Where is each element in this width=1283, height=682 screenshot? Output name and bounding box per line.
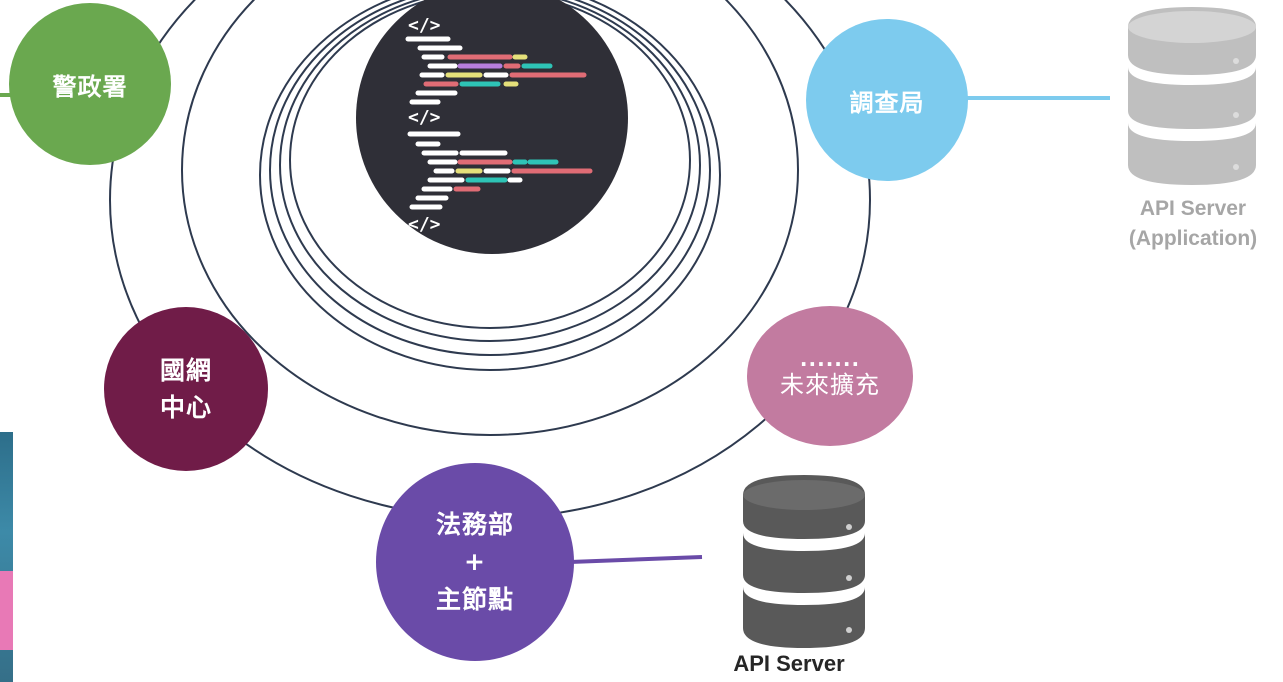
side-panel-pink-block	[0, 571, 13, 650]
database-server-icon	[741, 475, 867, 648]
app-server-caption: API Server (Application)	[1098, 194, 1283, 255]
node-investigation-label: 調查局	[849, 88, 925, 117]
inner-ring-1	[181, 0, 799, 436]
code-editor-icon: </> </>	[356, 0, 628, 254]
inner-ring-5	[289, 0, 691, 329]
moj-connector	[569, 555, 703, 564]
app-server-caption-line1: API Server	[1139, 197, 1247, 220]
node-investigation[interactable]: 調查局	[806, 19, 968, 181]
app-server-caption-line2: (Application)	[1128, 227, 1258, 251]
svg-text:</>: </>	[408, 214, 441, 235]
node-moj-label-line1: 法務部	[435, 509, 514, 539]
node-future-label: 未來擴充	[780, 371, 880, 400]
inner-ring-2	[259, 0, 721, 371]
svg-text:</>: </>	[408, 15, 441, 36]
node-nccst-label-line2: 中心	[159, 393, 212, 422]
inner-ring-4	[279, 0, 701, 342]
node-police-label: 警政署	[52, 72, 128, 101]
node-nccst-label-line1: 國網	[159, 355, 212, 385]
node-moj-label-line2: +	[464, 547, 486, 577]
node-moj-main[interactable]: 法務部 + 主節點	[376, 463, 574, 661]
node-nccst[interactable]: 國網 中心	[104, 307, 268, 471]
node-moj-label-line3: 主節點	[435, 584, 514, 614]
node-future-expansion[interactable]: ....... 未來擴充	[747, 306, 913, 446]
svg-text:</>: </>	[408, 107, 441, 128]
side-panel-fragment	[0, 432, 13, 682]
inner-ring-3	[269, 0, 711, 356]
node-future-dots: .......	[799, 347, 861, 372]
node-police[interactable]: 警政署	[9, 3, 171, 165]
database-server-icon	[1126, 7, 1258, 185]
main-server-caption: API Server	[733, 651, 845, 676]
